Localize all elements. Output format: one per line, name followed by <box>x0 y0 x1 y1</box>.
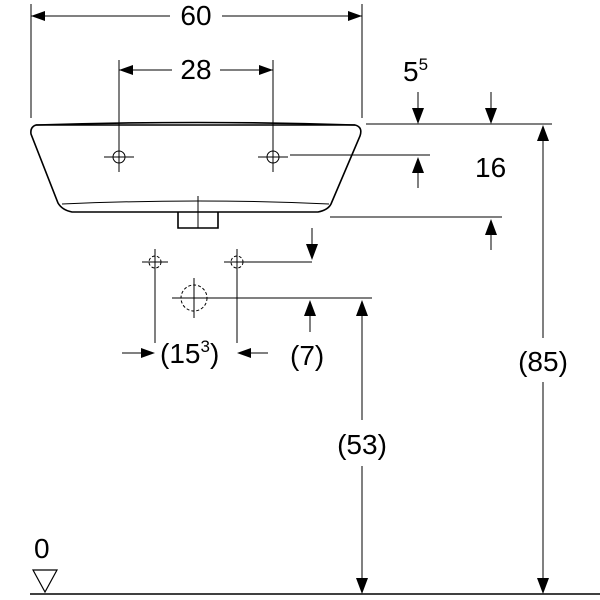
dimension-supply-drop: (7) <box>290 300 324 371</box>
floor-level-triangle-icon <box>31 569 59 594</box>
dimension-tap-depth-label: 16 <box>475 152 506 183</box>
dimension-tap-spacing-label: 28 <box>180 54 211 85</box>
supply-point-right-icon <box>224 249 312 343</box>
dimension-total-width: 60 <box>30 0 363 118</box>
dimension-waste-height: (53) <box>337 300 387 594</box>
dimension-total-width-label: 60 <box>180 0 211 31</box>
dimension-supply-drop-label: (7) <box>290 340 324 371</box>
dimension-tap-depth: 16 <box>290 152 506 188</box>
supply-point-left-icon <box>142 249 168 343</box>
floor-level: 0 <box>30 533 600 595</box>
dimension-tap-spacing: 28 <box>118 54 274 142</box>
dimension-supply-spacing-label: (153) <box>160 337 219 369</box>
tap-hole-right-icon <box>258 142 288 172</box>
dimension-waste-height-label: (53) <box>337 429 387 460</box>
dimension-supply-spacing: (153) <box>122 337 268 369</box>
basin-outline <box>30 121 362 229</box>
floor-level-label: 0 <box>34 533 50 564</box>
dimension-total-height: (85) <box>518 125 568 594</box>
dimension-rim-offset: 55 <box>366 55 552 125</box>
dimension-rim-offset-label: 55 <box>403 55 428 87</box>
waste-outlet-icon <box>172 278 372 318</box>
dimension-basin-bottom <box>306 216 502 260</box>
dimension-total-height-label: (85) <box>518 346 568 377</box>
tap-hole-left-icon <box>104 142 134 172</box>
